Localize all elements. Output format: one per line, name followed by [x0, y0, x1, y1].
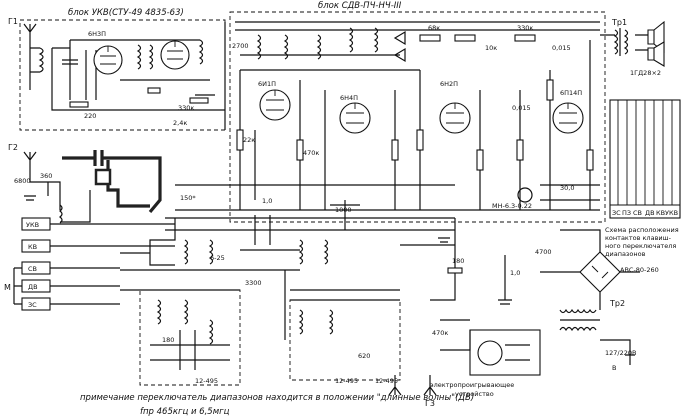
- input-coil-l1: [59, 190, 91, 224]
- note-line-1: примечание переключатель диапазонов нахо…: [80, 393, 474, 403]
- c0015-mid: 0,015: [512, 104, 531, 112]
- tube-6i1p-label: 6И1П: [258, 80, 276, 88]
- legend-key-zs: ЗС: [612, 209, 621, 217]
- antenna-small: [388, 375, 402, 396]
- tr2-label: Тр2: [609, 299, 625, 308]
- output-stage: Тр1 1ГД28×2: [600, 18, 665, 77]
- c4700-label: 4700: [535, 248, 552, 256]
- r1-0-label: 1,0: [510, 269, 520, 277]
- c2700-label: 2700: [232, 42, 249, 50]
- switch-coil-block: 180 6-25 12-495 3300 150*: [120, 194, 300, 386]
- svg-text:СВ: СВ: [28, 265, 37, 273]
- highlighted-component: [94, 168, 112, 186]
- svg-text:УКВ: УКВ: [26, 221, 39, 229]
- legend-text-4: диапазонов: [605, 250, 646, 258]
- electro-device-label: электропроигрывающее: [430, 381, 514, 389]
- rectifier-label: АВС-80-260: [620, 266, 659, 274]
- svg-text:ДВ: ДВ: [28, 283, 38, 291]
- c620-label: 620: [358, 352, 370, 360]
- sdv-block-internals: 2700 6И1П 6Н4П 6Н2П 6П14П 22к 470к 1,0 0…: [175, 21, 600, 211]
- c150-label: 150*: [180, 194, 196, 202]
- c30-label: 30,0: [560, 184, 574, 192]
- ukv-r24k: 2,4к: [173, 119, 187, 127]
- antenna-g1: Г1: [8, 17, 37, 44]
- tube-6n2p-label: 6Н2П: [440, 80, 458, 88]
- r68k-label: 68к: [428, 24, 440, 32]
- c12-495-mid: 12-495: [335, 377, 358, 385]
- power-supply: МН-6.3-0.22 30,0 4700 АВС-80-260 Тр2 127…: [492, 184, 659, 372]
- r330k-label: 330к: [517, 24, 533, 32]
- ukv-block-title: блок УКВ(СТУ-49 4835-63): [68, 8, 184, 18]
- c180-mid-label: 180: [452, 257, 464, 265]
- legend-key-dv: ДВ: [645, 209, 655, 217]
- c6800-label: 6800: [14, 177, 31, 185]
- highlighted-circuit-path: [62, 150, 162, 214]
- c12-495-right: 12-495: [375, 377, 398, 385]
- power-label: 127/220В: [605, 349, 636, 357]
- m-label: М: [4, 283, 11, 292]
- tube-6n3p-label: 6Н3П: [88, 30, 106, 38]
- svg-text:КВ: КВ: [28, 243, 37, 251]
- middle-coil-block: 620 12-495 1000 180: [165, 200, 464, 385]
- speaker-label: 1ГД28×2: [630, 69, 661, 77]
- c625-label: 6-25: [210, 254, 225, 262]
- antenna-g3: Г3: [423, 375, 437, 408]
- sdv-block-title: блок СДВ-ПЧ-НЧ-III: [318, 1, 402, 11]
- note-line-2: fпр 465кгц и 6,5мгц: [140, 407, 230, 417]
- legend-key-sv: СВ: [633, 209, 642, 217]
- r10k-label: 10к: [485, 44, 497, 52]
- tube-6p14p-label: 6П14П: [560, 89, 582, 97]
- c12-495-left: 12-495: [195, 377, 218, 385]
- c360-label: 360: [40, 172, 52, 180]
- r470-label: 470к: [432, 329, 448, 337]
- tube-6n4p-label: 6Н4П: [340, 94, 358, 102]
- ukv-c220: 220: [84, 112, 96, 120]
- r470k-label: 470к: [303, 149, 319, 157]
- legend-text-2: контактов клавиш-: [605, 234, 672, 242]
- electro-player: электропроигрывающее устройство 470к: [430, 319, 541, 398]
- c0015-top: 0,015: [552, 44, 571, 52]
- legend-key-pz: ПЗ: [622, 209, 631, 217]
- antenna-g2-label: Г2: [8, 143, 18, 152]
- tr1-label: Тр1: [611, 18, 627, 27]
- c3300-label: 3300: [245, 279, 262, 287]
- ukv-block-outline: [19, 19, 226, 131]
- band-tags: УКВ КВ СВ ДВ ЗС М: [4, 217, 175, 311]
- antenna-g2: Г2: [8, 143, 37, 170]
- ukv-c330: 330к: [178, 104, 194, 112]
- electro-device-label-2: устройство: [455, 390, 494, 398]
- ukv-block-internals: 6Н3П 220 330к 2,4к: [29, 22, 226, 130]
- antenna-g1-label: Г1: [8, 17, 18, 26]
- r22k-label: 22к: [243, 136, 255, 144]
- switch-legend: ЗС ПЗ СВ ДВ КВ УКВ Схема расположения ко…: [605, 99, 681, 258]
- antenna-g3-label: Г3: [425, 399, 435, 408]
- legend-text-1: Схема расположения: [605, 226, 679, 234]
- sdv-block-outline: [229, 11, 606, 223]
- diode-label: МН-6.3-0.22: [492, 202, 532, 210]
- svg-text:ЗС: ЗС: [28, 301, 37, 309]
- b-label: В: [612, 364, 616, 372]
- legend-key-kv: КВ: [656, 209, 665, 217]
- g2-ground-network: [24, 170, 61, 210]
- legend-key-ukv: УКВ: [665, 209, 678, 217]
- r1m-label: 1,0: [262, 197, 272, 205]
- c180-label: 180: [162, 336, 174, 344]
- legend-text-3: ного переключателя: [605, 242, 676, 250]
